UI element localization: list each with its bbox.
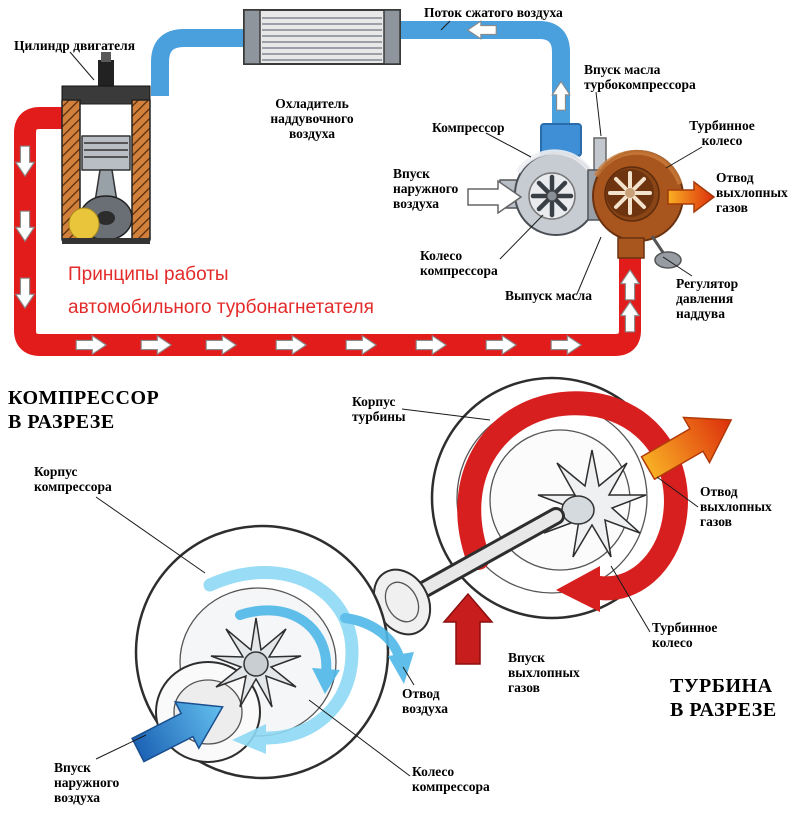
label-compressed-air-flow: Поток сжатого воздуха <box>424 5 563 20</box>
label-compressor-wheel-top: Колесо компрессора <box>420 248 498 279</box>
label-exhaust-outlet-bottom: Отвод выхлопных газов <box>700 484 772 530</box>
label-turbine-wheel-bottom: Турбинное колесо <box>652 620 718 651</box>
label-engine-cylinder: Цилиндр двигателя <box>14 38 136 53</box>
intercooler-drawing <box>243 9 401 65</box>
label-charge-air-cooler: Охладитель наддувочного воздуха <box>270 96 354 142</box>
turbine-drawing <box>592 149 684 269</box>
diagram-title: Принципы работы автомобильного турбонагн… <box>68 264 374 319</box>
air-swirl-arrows <box>203 566 414 754</box>
label-turbo-oil-inlet: Впуск масла турбокомпрессора <box>584 62 696 93</box>
label-exhaust-outlet-top: Отвод выхлопных газов <box>716 170 788 216</box>
compressor-drawing <box>499 123 599 236</box>
label-boost-regulator: Регулятор давления наддува <box>676 276 739 322</box>
label-air-outlet: Отвод воздуха <box>402 686 449 717</box>
cutaway-air-intake-arrow-icon <box>131 700 224 763</box>
label-outside-air-inlet-top: Впуск наружного воздуха <box>393 166 459 212</box>
label-exhaust-inlet-bottom: Впуск выхлопных газов <box>508 650 580 696</box>
outside-air-arrow-icon <box>467 179 523 215</box>
heading-turbine-section: ТУРБИНА В РАЗРЕЗЕ <box>670 675 777 721</box>
label-turbine-wheel-top: Турбинное колесо <box>689 118 755 149</box>
label-turbine-housing: Корпус турбины <box>352 394 406 425</box>
cutaway-compressor-wheel <box>210 617 302 708</box>
heading-compressor-section: КОМПРЕССОР В РАЗРЕЗЕ <box>8 387 160 433</box>
exhaust-pipe-loop <box>14 107 641 356</box>
engine-cylinder-drawing <box>61 52 151 244</box>
label-oil-outlet: Выпуск масла <box>505 288 592 303</box>
leader-lines-top <box>69 20 703 295</box>
label-compressor-wheel-bottom: Колесо компрессора <box>412 764 490 795</box>
leader-lines-bottom <box>95 408 699 777</box>
exhaust-swirl-arrowhead-icon <box>556 566 600 612</box>
label-compressor: Компрессор <box>432 120 505 135</box>
cutaway-exhaust-in-arrow-icon <box>442 592 494 665</box>
label-compressor-housing: Корпус компрессора <box>34 464 112 495</box>
label-outside-air-inlet-bottom: Впуск наружного воздуха <box>54 760 120 806</box>
exhaust-swirl-arrow <box>457 391 688 601</box>
cutaway-turbine-wheel <box>537 449 647 558</box>
exhaust-out-arrow-icon <box>667 180 716 214</box>
charge-air-pipes <box>151 21 570 126</box>
cutaway-exhaust-out-arrow-icon <box>640 416 733 481</box>
